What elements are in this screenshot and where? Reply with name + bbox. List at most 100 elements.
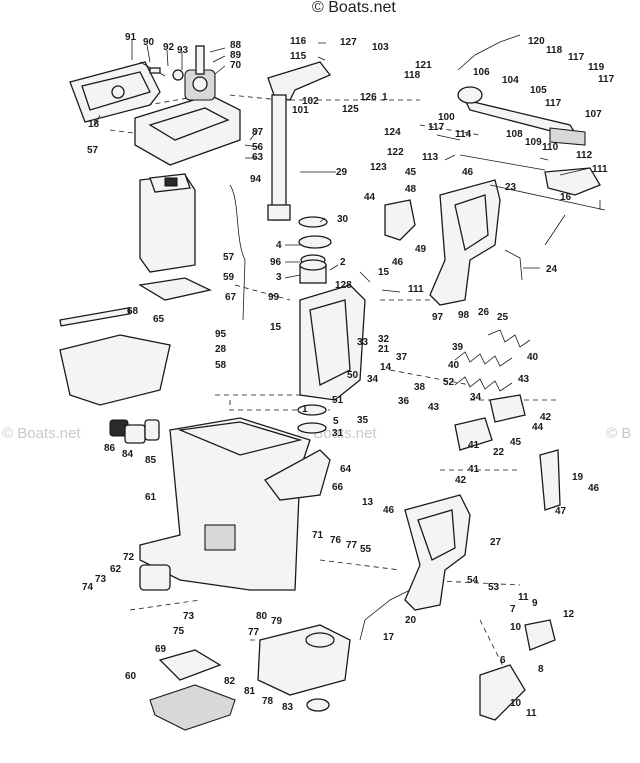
callout-94: 94 (250, 174, 262, 185)
callout-125: 125 (342, 104, 359, 115)
callout-60: 60 (125, 671, 137, 682)
callout-107: 107 (585, 109, 602, 120)
callout-118: 118 (546, 45, 563, 56)
callout-62: 62 (110, 564, 122, 575)
callout-91: 91 (125, 32, 137, 43)
reverse-lock-lever (539, 449, 561, 511)
callout-27: 27 (490, 537, 502, 548)
callout-120: 120 (528, 36, 545, 47)
drive-shaft-housing (139, 417, 311, 591)
callout-5: 5 (333, 416, 339, 427)
lower-motor-cover (59, 334, 171, 406)
callout-79: 79 (271, 616, 283, 627)
callout-54: 54 (467, 575, 479, 586)
callout-33: 33 (357, 337, 369, 348)
bushing-stack (298, 216, 332, 284)
stern-bracket-upper (429, 179, 501, 306)
callout-78: 78 (262, 696, 274, 707)
callout-59: 59 (223, 272, 235, 283)
springs-40 (454, 351, 513, 392)
callout-9: 9 (532, 598, 538, 609)
callout-112: 112 (576, 150, 593, 161)
callout-77: 77 (346, 540, 358, 551)
callout-102: 102 (302, 96, 319, 107)
callout-109: 109 (525, 137, 542, 148)
tilt-support-24 (504, 249, 523, 281)
callout-88: 88 (230, 40, 242, 51)
callout-124: 124 (384, 127, 401, 138)
callout-100: 100 (438, 112, 455, 123)
callout-75: 75 (173, 626, 185, 637)
callout-48: 48 (405, 184, 417, 195)
callout-44b: 44 (532, 422, 544, 433)
callout-45: 45 (405, 167, 417, 178)
callout-15: 15 (378, 267, 390, 278)
callout-23: 23 (505, 182, 517, 193)
plate-60 (149, 684, 236, 731)
adapter-block (134, 69, 241, 166)
callout-80: 80 (256, 611, 268, 622)
callout-89: 89 (230, 50, 242, 61)
callout-77b: 77 (248, 627, 260, 638)
callout-4: 4 (276, 240, 282, 251)
side-cover (264, 449, 331, 501)
callout-123: 123 (370, 162, 387, 173)
callout-55: 55 (360, 544, 372, 555)
leader-lines (94, 40, 601, 293)
callout-122: 122 (387, 147, 404, 158)
callout-16: 16 (560, 192, 572, 203)
gasket-67 (138, 277, 212, 301)
callout-114: 114 (455, 129, 472, 140)
callout-21: 21 (378, 344, 390, 355)
callout-64: 64 (340, 464, 352, 475)
callout-70: 70 (230, 60, 242, 71)
callout-111b: 111 (408, 284, 424, 295)
callout-19: 19 (572, 472, 584, 483)
callout-72: 72 (123, 552, 135, 563)
watermark-right: © B (606, 425, 631, 442)
callout-22: 22 (493, 447, 505, 458)
callout-34: 34 (367, 374, 379, 385)
stern-bracket-lower (404, 494, 471, 611)
callout-38: 38 (414, 382, 426, 393)
callout-113: 113 (422, 152, 439, 163)
callout-98: 98 (458, 310, 470, 321)
callout-28: 28 (215, 344, 227, 355)
tilt-rods (459, 154, 606, 246)
friction-pad (544, 167, 601, 196)
callout-86: 86 (104, 443, 116, 454)
callout-90: 90 (143, 37, 155, 48)
callout-85: 85 (145, 455, 157, 466)
callout-46: 46 (462, 167, 474, 178)
callout-30: 30 (337, 214, 349, 225)
callout-40: 40 (527, 352, 539, 363)
callout-105: 105 (530, 85, 547, 96)
callout-84: 84 (122, 449, 134, 460)
callout-126: 126 (360, 92, 377, 103)
spring-39 (487, 329, 531, 348)
callout-118b: 118 (404, 70, 421, 81)
callout-40b: 40 (448, 360, 460, 371)
plate-12 (524, 619, 556, 651)
callout-71: 71 (312, 530, 324, 541)
callout-74: 74 (82, 582, 94, 593)
callout-31: 31 (332, 428, 344, 439)
callout-42b: 42 (455, 475, 467, 486)
callout-58: 58 (215, 360, 227, 371)
callout-10b: 10 (510, 698, 522, 709)
callout-51: 51 (332, 395, 344, 406)
callout-96: 96 (270, 257, 282, 268)
callout-13: 13 (362, 497, 374, 508)
callout-103: 103 (372, 42, 389, 53)
callout-46b: 46 (392, 257, 404, 268)
callout-111: 111 (592, 164, 608, 175)
steering-arm (267, 61, 332, 221)
callout-1b: 1 (302, 404, 308, 415)
callout-97: 97 (432, 312, 444, 323)
trim-tab-cover (257, 624, 351, 696)
callout-83: 83 (282, 702, 294, 713)
tube-68 (59, 307, 131, 327)
pump-housing (139, 564, 171, 591)
callout-32: 32 (378, 334, 390, 345)
callout-45b: 45 (510, 437, 522, 448)
